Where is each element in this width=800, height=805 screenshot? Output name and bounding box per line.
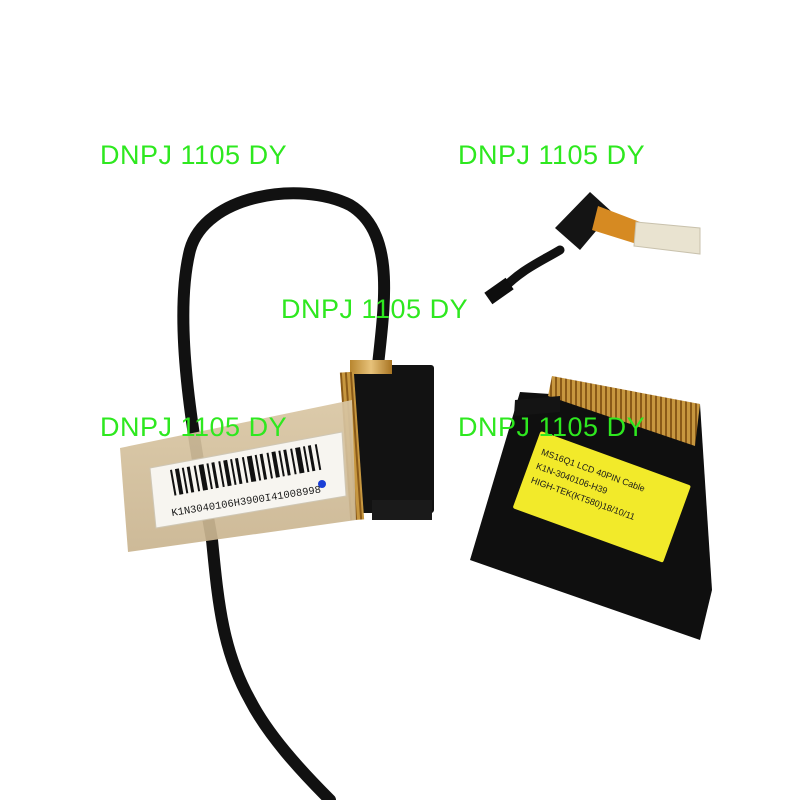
small-plug-connector	[484, 192, 701, 305]
cable-label-sticker: MS16Q1 LCD 40PIN Cable K1N-3040106-H39 H…	[513, 431, 691, 563]
cable-closeup: MS16Q1 LCD 40PIN Cable K1N-3040106-H39 H…	[470, 376, 712, 640]
watermark-mid-right: DNPJ 1105 DY	[458, 412, 646, 442]
watermark-top-right: DNPJ 1105 DY	[458, 140, 646, 170]
watermark-top-left: DNPJ 1105 DY	[100, 140, 288, 170]
watermark-center: DNPJ 1105 DY	[281, 294, 469, 324]
main-cable	[177, 187, 391, 805]
watermark-mid-left: DNPJ 1105 DY	[100, 412, 288, 442]
barcode-bars	[170, 444, 322, 496]
barcode-sticker: K1N3040106H3900I41008998	[120, 400, 356, 552]
